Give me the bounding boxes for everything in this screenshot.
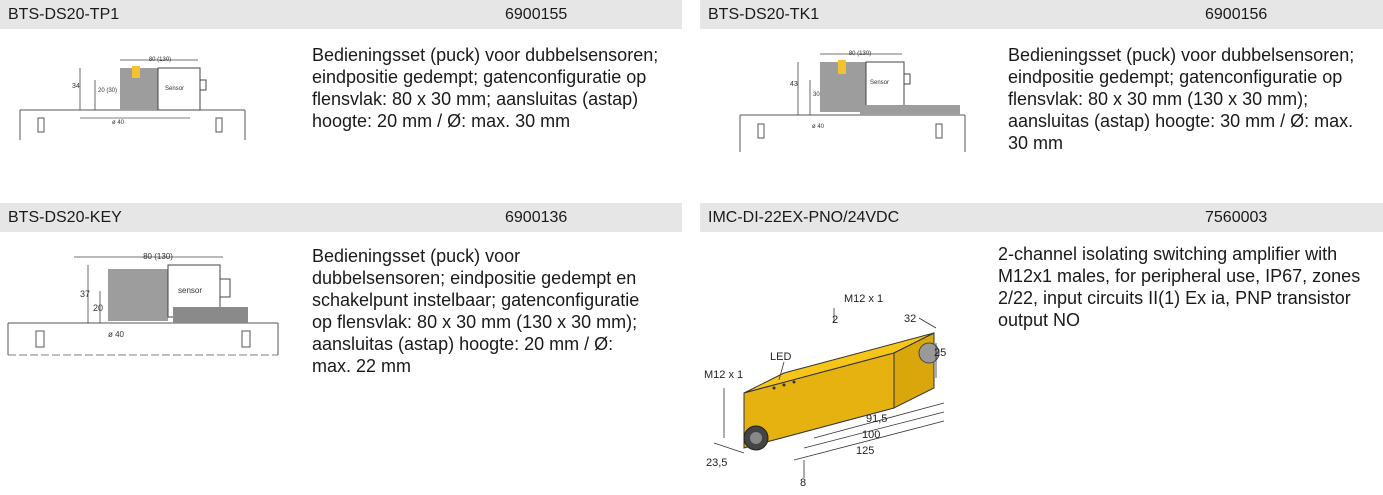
product-card-bts-ds20-key: BTS-DS20-KEY 6900136 80 (130) 37 20 ø 40… xyxy=(0,203,682,495)
m12-left-label: M12 x 1 xyxy=(704,369,743,381)
product-code: 6900156 xyxy=(1205,6,1268,23)
drawing-width-label: 80 (130) xyxy=(149,57,171,63)
drawing-width-label: 80 (130) xyxy=(849,51,871,57)
product-name: BTS-DS20-TK1 xyxy=(708,6,820,23)
drawing-h2-label: 20 xyxy=(93,303,103,313)
product-code: 6900136 xyxy=(505,209,568,226)
drawing-h1-label: 43 xyxy=(790,81,798,88)
drawing-h1-label: 34 xyxy=(72,83,80,90)
drawing-h2-label: 20 (30) xyxy=(98,88,117,94)
drawing-width-label: 80 (130) xyxy=(143,252,173,261)
drawing-h1-label: 37 xyxy=(80,289,90,299)
dimension-drawing: 80 (130) 37 20 ø 40 sensor xyxy=(7,252,279,356)
m12-top-label: M12 x 1 xyxy=(844,293,883,305)
dimension-drawing: 80 (130) 43 30 ø 40 Sensor xyxy=(739,51,966,152)
dim-125-label: 125 xyxy=(856,445,874,457)
product-description: Bedieningsset (puck) voor dubbelsensoren… xyxy=(312,246,640,376)
drawing-dia-label: ø 40 xyxy=(112,120,125,126)
product-header: BTS-DS20-TK1 6900156 xyxy=(700,0,1383,29)
dim-8-label: 8 xyxy=(800,477,806,489)
product-name: IMC-DI-22EX-PNO/24VDC xyxy=(708,209,900,226)
product-header: IMC-DI-22EX-PNO/24VDC 7560003 xyxy=(700,203,1383,232)
product-code: 6900155 xyxy=(505,6,568,23)
drawing-sensor-label: sensor xyxy=(178,286,202,295)
dim-23-label: 23,5 xyxy=(706,457,727,469)
product-name: BTS-DS20-KEY xyxy=(8,209,122,226)
product-description: 2-channel isolating switching amplifier … xyxy=(998,244,1361,330)
product-header: BTS-DS20-TP1 6900155 xyxy=(0,0,682,29)
product-name: BTS-DS20-TP1 xyxy=(8,6,120,23)
drawing-sensor-label: Sensor xyxy=(870,80,889,86)
product-card-bts-ds20-tp1: BTS-DS20-TP1 6900155 80 (130) 34 20 (30)… xyxy=(0,0,682,200)
dim-91-label: 91,5 xyxy=(866,413,887,425)
dim-32-label: 32 xyxy=(904,313,916,325)
drawing-dia-label: ø 40 xyxy=(108,330,125,339)
product-description: Bedieningsset (puck) voor dubbelsensoren… xyxy=(1008,45,1355,153)
drawing-dia-label: ø 40 xyxy=(812,124,825,130)
product-card-bts-ds20-tk1: BTS-DS20-TK1 6900156 80 (130) 43 30 ø 40… xyxy=(700,0,1383,200)
dim-25-label: 25 xyxy=(934,347,946,359)
led-label: LED xyxy=(770,351,791,363)
product-description: Bedieningsset (puck) voor dubbelsensoren… xyxy=(312,45,659,131)
dim-100-label: 100 xyxy=(862,429,880,441)
dim-2-label: 2 xyxy=(832,314,838,326)
product-card-imc-di-22ex: IMC-DI-22EX-PNO/24VDC 7560003 M12 x 1 M1… xyxy=(700,203,1383,495)
product-header: BTS-DS20-KEY 6900136 xyxy=(0,203,682,232)
product-code: 7560003 xyxy=(1205,209,1268,226)
amplifier-drawing: M12 x 1 M12 x 1 LED 2 32 25 91,5 100 125… xyxy=(704,293,946,489)
drawing-sensor-label: Sensor xyxy=(165,86,184,92)
drawing-h2-label: 30 xyxy=(813,92,820,98)
dimension-drawing: 80 (130) 34 20 (30) ø 40 Sensor xyxy=(19,57,246,140)
